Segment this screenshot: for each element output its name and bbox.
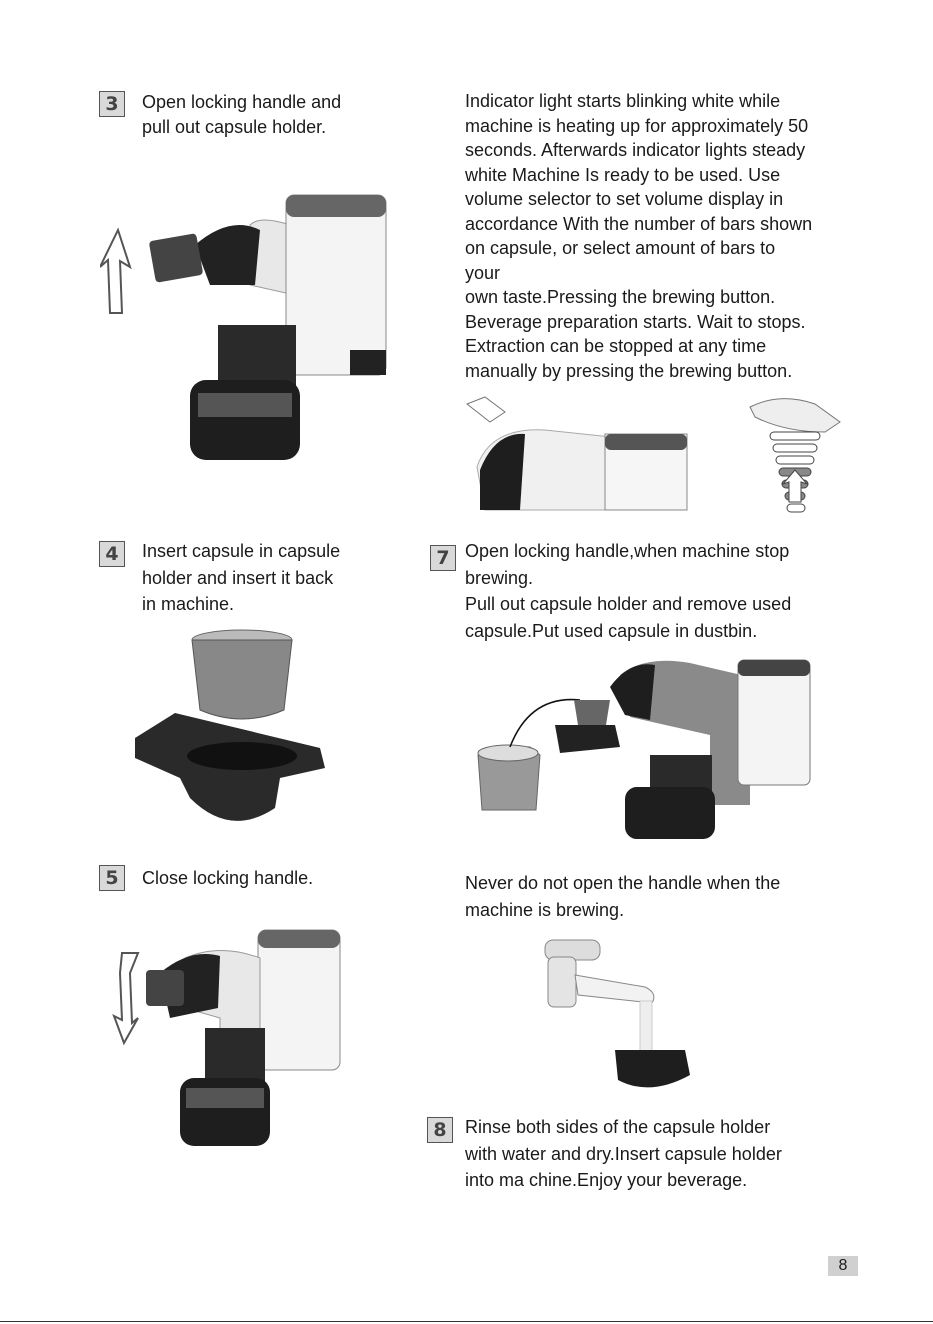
step-5-text: Close locking handle. [142,868,314,888]
indicator-paragraph: Indicator light starts blinking white wh… [465,91,813,381]
step-8-number: 8 [427,1117,453,1143]
pointing-hand-icon [466,396,506,423]
double-arrow-icon [112,952,140,1046]
step-7-text: Open locking handle,when machine stop br… [465,541,792,641]
step-7-number: 7 [430,545,456,571]
rinse-holder-illustration [544,939,690,1088]
up-arrow-icon [100,227,132,314]
remove-capsule-illustration [477,659,811,839]
step-4-text: Insert capsule in capsule holder and ins… [142,541,341,614]
hand-icon [749,398,841,433]
step-3-number: 3 [99,91,125,117]
step-5-number: 5 [99,865,125,891]
bottom-rule [0,1321,933,1322]
volume-selector-illustration [749,398,841,513]
machine-close-handle-illustration [112,929,341,1146]
warning-paragraph: Never do not open the handle when the ma… [465,873,781,920]
page-number: 8 [828,1256,858,1276]
step-8-text: Rinse both sides of the capsule holder w… [465,1117,782,1190]
up-arrow-icon [781,469,809,503]
step-4-number: 4 [99,541,125,567]
step-3-text: Open locking handle and pull out capsule… [142,92,342,137]
capsule-and-holder-illustration [135,629,325,821]
brewing-button-illustration [466,396,688,511]
machine-open-handle-illustration [100,194,387,460]
